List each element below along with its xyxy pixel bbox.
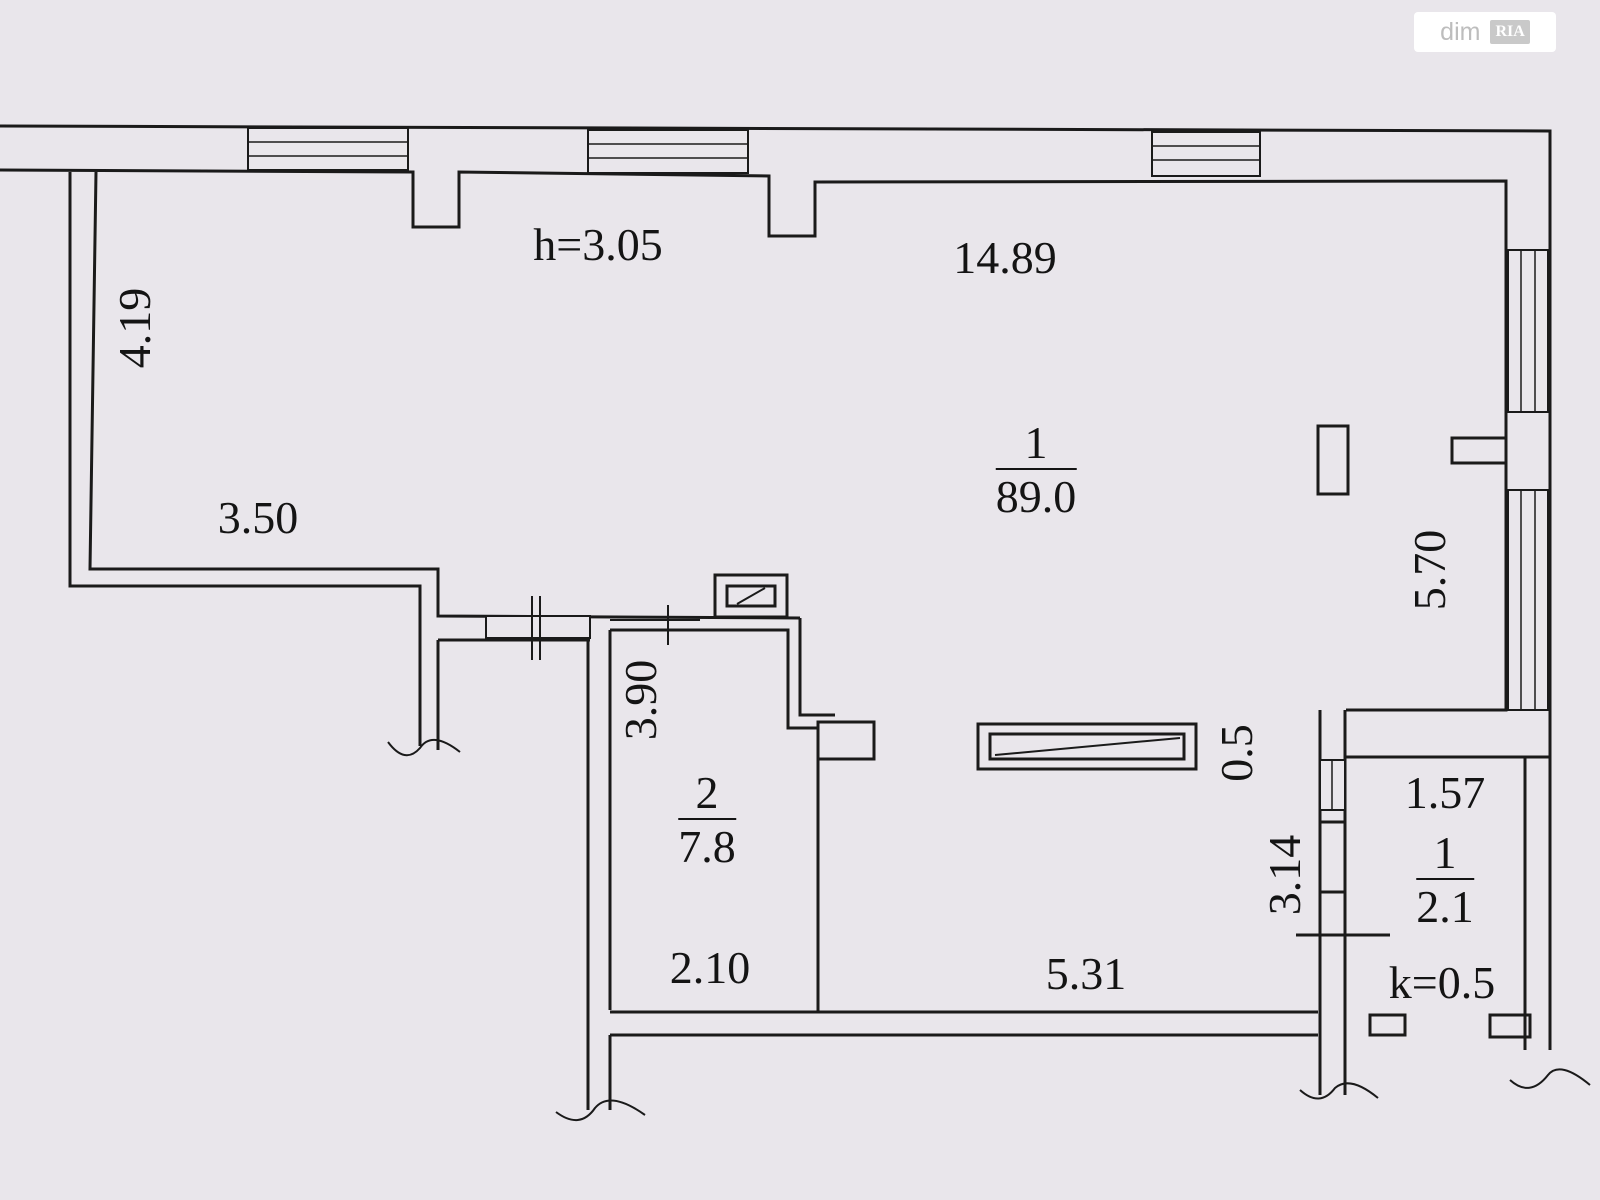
room-3-label: 1 2.1 — [1416, 830, 1474, 930]
left-wall-outer — [68, 172, 422, 746]
exterior-wall-inner — [0, 168, 1508, 712]
wall-pier-right — [1450, 436, 1508, 465]
dimria-watermark-logo: dim RIA — [1414, 12, 1556, 52]
room-3-area: 2.1 — [1416, 881, 1474, 932]
dimension-left-upper: 4.19 — [109, 287, 160, 369]
room-1-area: 89.0 — [995, 471, 1077, 522]
dimension-top-wall: 14.89 — [953, 232, 1057, 283]
dimension-right-wall: 5.70 — [1404, 529, 1455, 611]
window-top-3 — [1151, 131, 1261, 177]
exterior-wall-outer — [0, 124, 1552, 1050]
dimension-bottom-wall: 5.31 — [1045, 948, 1127, 999]
dimension-left-step: 3.50 — [217, 492, 299, 543]
window-top-1 — [247, 127, 409, 171]
room-1-label: 1 89.0 — [995, 420, 1077, 522]
window-top-2 — [587, 129, 749, 174]
column-room2 — [816, 720, 876, 761]
dimension-counter-depth: 0.5 — [1211, 724, 1262, 782]
room-2-area: 7.8 — [678, 821, 736, 872]
watermark-dim: dim — [1440, 17, 1481, 46]
watermark-ria: RIA — [1490, 20, 1530, 44]
window-right-1 — [1507, 249, 1549, 413]
ceiling-height-label: h=3.05 — [533, 219, 663, 270]
ventilation-shaft — [713, 573, 789, 619]
ventilation-shaft-inner — [725, 584, 777, 608]
dimension-small-room-width: 1.57 — [1404, 767, 1486, 818]
dimension-room2-height: 3.90 — [615, 659, 666, 741]
dimension-room2-width: 2.10 — [669, 942, 751, 993]
window-right-2 — [1507, 489, 1549, 711]
door-corridor — [485, 615, 591, 639]
dimension-small-room-height: 3.14 — [1259, 834, 1310, 916]
room-2-label: 2 7.8 — [678, 770, 736, 870]
room-3-number: 1 — [1416, 830, 1474, 880]
left-wall-inner — [88, 171, 801, 620]
small-room-column — [1318, 820, 1347, 894]
counter-inner — [988, 732, 1186, 761]
room2-wall-top — [610, 628, 820, 1012]
room-2-number: 2 — [678, 770, 736, 820]
room2-wall-top-outer — [798, 618, 835, 717]
coefficient-label: k=0.5 — [1388, 957, 1496, 1008]
counter-outer — [976, 722, 1198, 771]
room-1-number: 1 — [995, 420, 1077, 470]
small-room-pier — [1488, 1013, 1532, 1039]
small-room-step — [1368, 1013, 1407, 1037]
column-right — [1316, 424, 1350, 496]
